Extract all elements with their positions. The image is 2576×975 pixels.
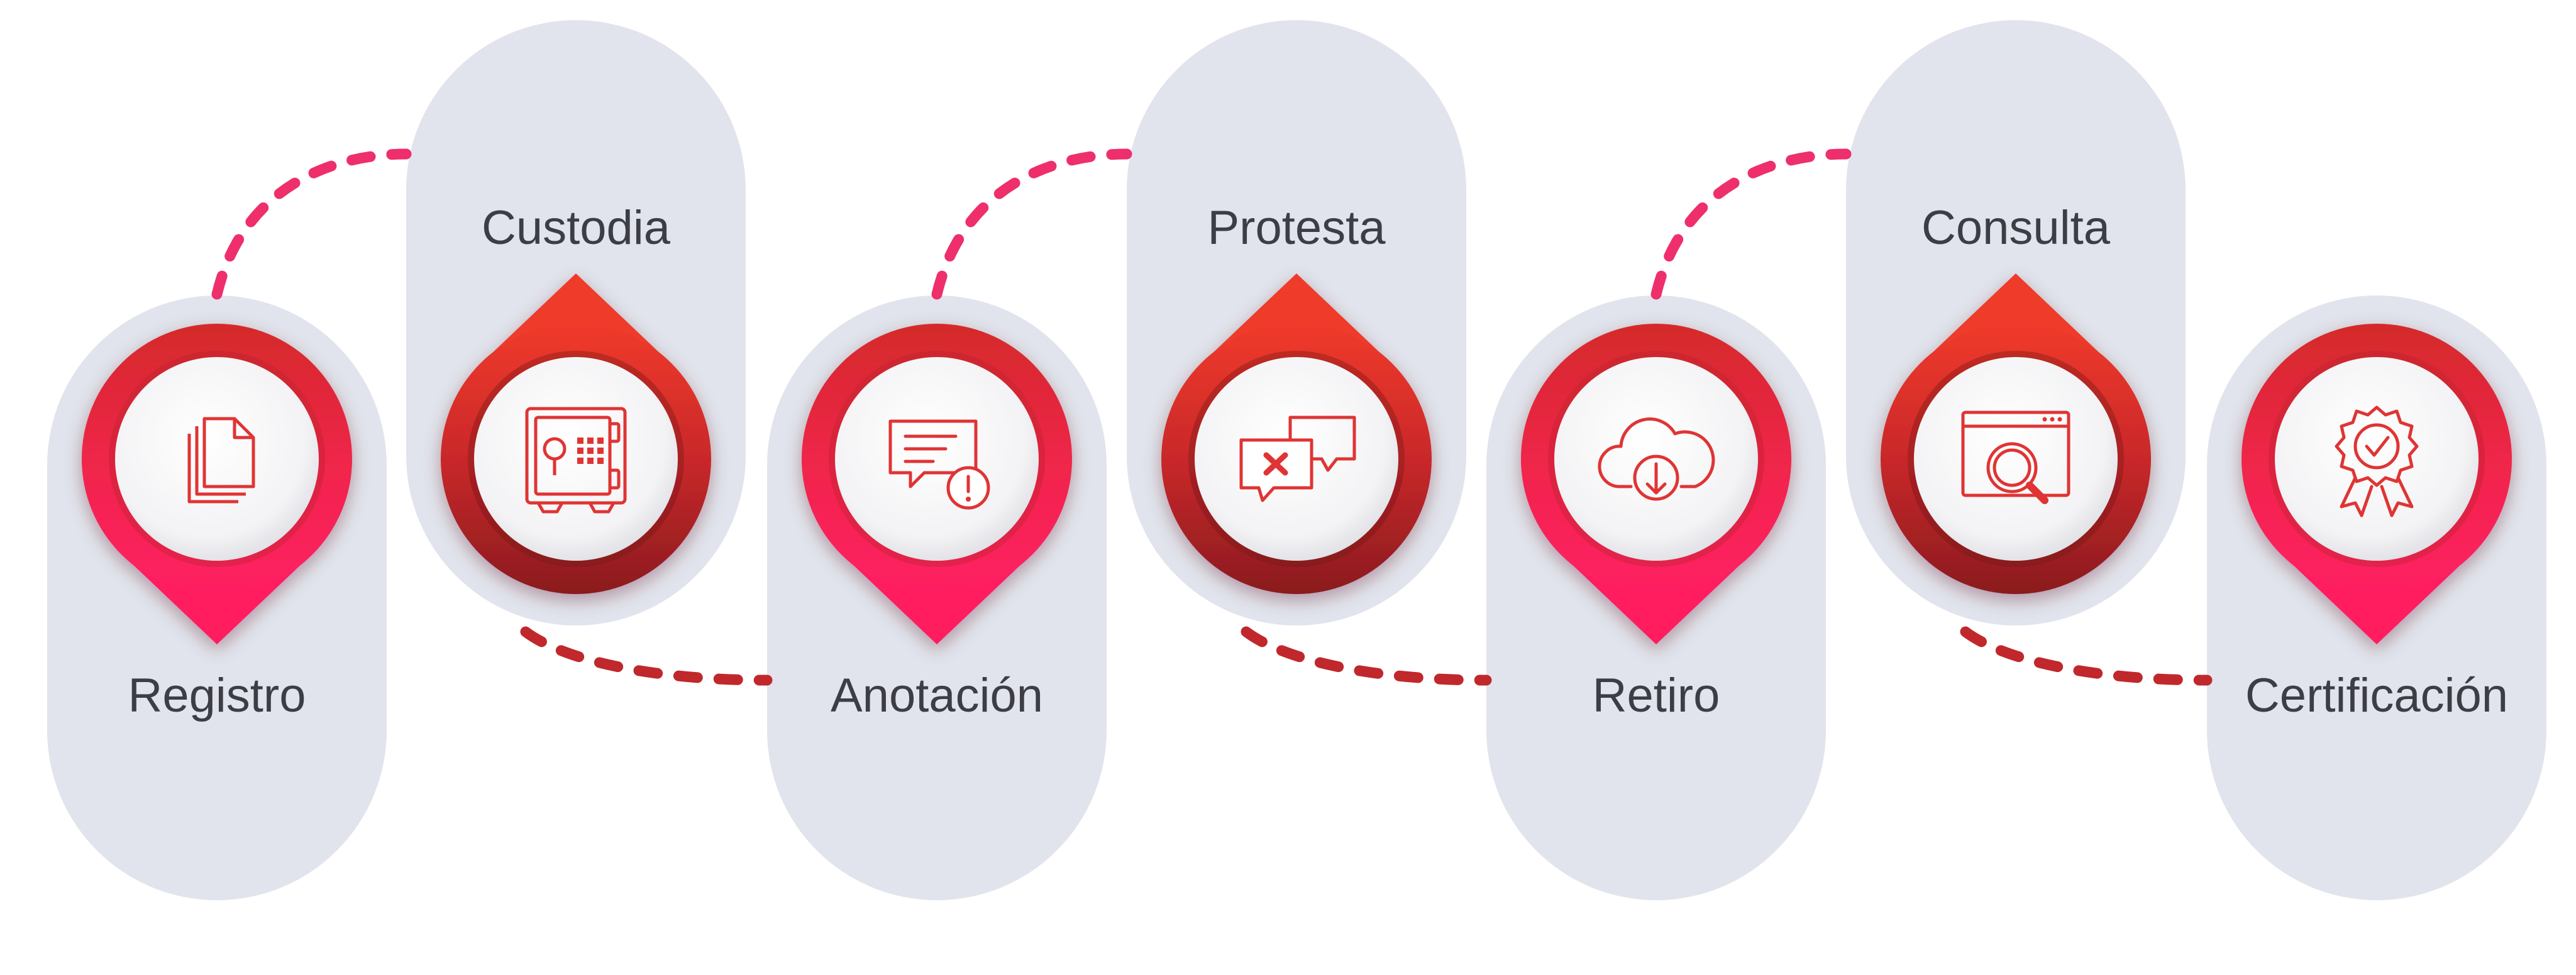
marker-custodia (441, 273, 711, 594)
connector-top-0 (211, 148, 412, 300)
connector-bottom-5 (1960, 626, 2213, 686)
connector-top-4 (1650, 148, 1852, 300)
marker-face (1554, 357, 1758, 561)
step-label-consulta: Consulta (1921, 201, 2111, 255)
step-label-certificacion: Certificación (2245, 669, 2508, 722)
marker-retiro (1521, 324, 1791, 644)
connector-lines (211, 148, 2213, 686)
step-label-registro: Registro (128, 669, 306, 722)
marker-face (115, 357, 319, 561)
connector-top-2 (931, 148, 1132, 300)
marker-registro (82, 324, 352, 644)
step-label-anotacion: Anotación (831, 669, 1043, 722)
step-label-retiro: Retiro (1593, 669, 1720, 722)
connector-bottom-3 (1241, 626, 1492, 686)
marker-face (835, 357, 1039, 561)
marker-face (474, 357, 678, 561)
step-markers (82, 273, 2512, 644)
connector-bottom-1 (520, 626, 773, 686)
marker-anotacion (802, 324, 1072, 644)
step-labels: Registro Custodia Anotación Protesta Ret… (128, 201, 2509, 722)
step-label-custodia: Custodia (482, 201, 671, 255)
marker-certificacion (2242, 324, 2512, 644)
marker-consulta (1881, 273, 2151, 594)
step-label-protesta: Protesta (1207, 201, 1386, 255)
marker-face (2275, 357, 2479, 561)
marker-face (1914, 357, 2118, 561)
